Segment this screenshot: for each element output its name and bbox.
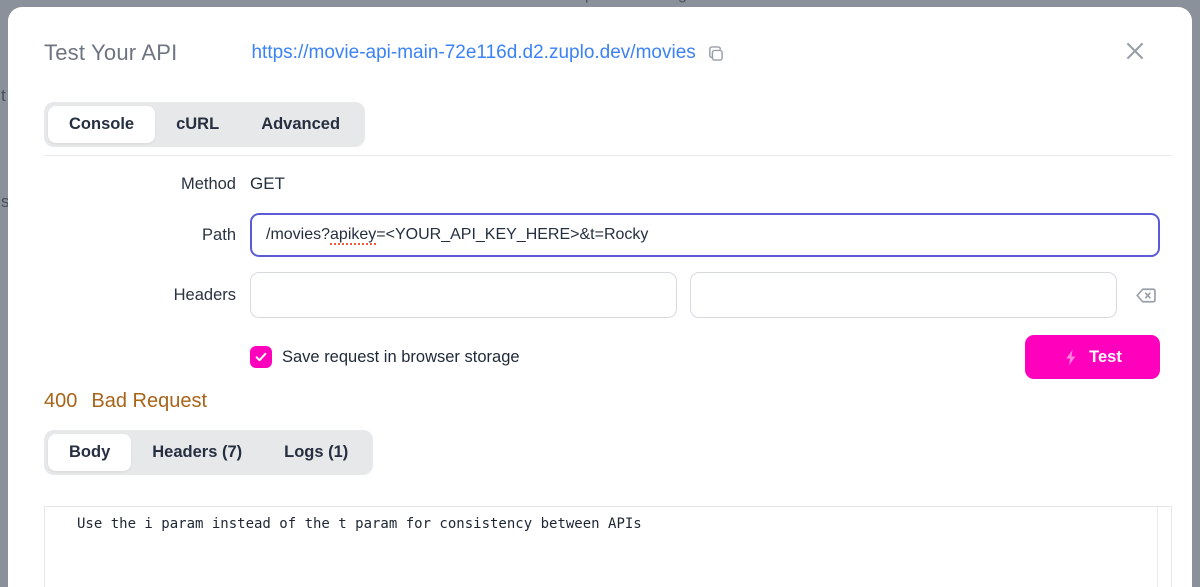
path-input[interactable]: /movies?apikey=<YOUR_API_KEY_HERE>&t=Roc… bbox=[250, 213, 1160, 257]
background-text-fragment: g bbox=[678, 0, 687, 4]
save-request-checkbox-group[interactable]: Save request in browser storage bbox=[250, 346, 520, 368]
header-divider bbox=[44, 155, 1172, 156]
headers-label: Headers bbox=[173, 285, 236, 304]
response-scrollbar[interactable] bbox=[1157, 507, 1158, 587]
background-text-fragment: t bbox=[1, 86, 6, 105]
status-code: 400 bbox=[44, 390, 78, 412]
method-value: GET bbox=[250, 174, 285, 193]
path-label: Path bbox=[202, 225, 236, 244]
api-url-link[interactable]: https://movie-api-main-72e116d.d2.zuplo.… bbox=[251, 42, 696, 63]
close-modal-button[interactable] bbox=[1118, 34, 1152, 68]
close-icon bbox=[1122, 38, 1148, 64]
backspace-icon bbox=[1133, 283, 1158, 308]
header-name-input[interactable] bbox=[250, 272, 677, 318]
path-text: /movies? bbox=[266, 226, 331, 243]
path-text-misspelled: apikey bbox=[330, 226, 377, 243]
remove-header-button[interactable] bbox=[1131, 281, 1160, 310]
test-button[interactable]: Test bbox=[1025, 335, 1160, 379]
path-row: Path /movies?apikey=<YOUR_API_KEY_HERE>&… bbox=[44, 213, 1160, 257]
tab-curl[interactable]: cURL bbox=[155, 106, 240, 143]
status-text: Bad Request bbox=[91, 390, 208, 412]
header-value-input[interactable] bbox=[690, 272, 1117, 318]
tab-response-headers[interactable]: Headers (7) bbox=[131, 434, 263, 471]
method-row: Method GET bbox=[44, 174, 1160, 194]
tab-advanced[interactable]: Advanced bbox=[240, 106, 361, 143]
actions-row: Save request in browser storage Test bbox=[44, 335, 1160, 379]
tab-body[interactable]: Body bbox=[48, 434, 132, 471]
save-checkbox-label: Save request in browser storage bbox=[282, 347, 520, 366]
background-text-fragment: s bbox=[1, 192, 10, 211]
checkbox-checked[interactable] bbox=[250, 346, 272, 368]
response-body-text: Use the i param instead of the t param f… bbox=[77, 516, 642, 532]
response-body-panel: Use the i param instead of the t param f… bbox=[44, 506, 1172, 587]
method-label: Method bbox=[180, 174, 236, 193]
response-status: 400 Bad Request bbox=[44, 390, 1160, 413]
headers-row: Headers bbox=[44, 272, 1160, 318]
modal-title: Test Your API bbox=[44, 40, 178, 65]
checkmark-icon bbox=[254, 350, 268, 364]
copy-url-button[interactable] bbox=[705, 43, 726, 64]
request-tab-bar: Console cURL Advanced bbox=[44, 102, 366, 147]
copy-icon bbox=[705, 43, 726, 64]
test-api-modal: Test Your API https://movie-api-main-72e… bbox=[8, 7, 1192, 587]
tab-logs[interactable]: Logs (1) bbox=[263, 434, 369, 471]
path-text: =<YOUR_API_KEY_HERE>&t=Rocky bbox=[376, 226, 649, 243]
lightning-bolt-icon bbox=[1063, 348, 1080, 367]
test-button-label: Test bbox=[1089, 347, 1122, 366]
background-text-fragment: p bbox=[585, 0, 594, 4]
modal-header: Test Your API https://movie-api-main-72e… bbox=[44, 40, 1160, 66]
response-tab-bar: Body Headers (7) Logs (1) bbox=[44, 430, 374, 475]
tab-console[interactable]: Console bbox=[48, 106, 156, 143]
